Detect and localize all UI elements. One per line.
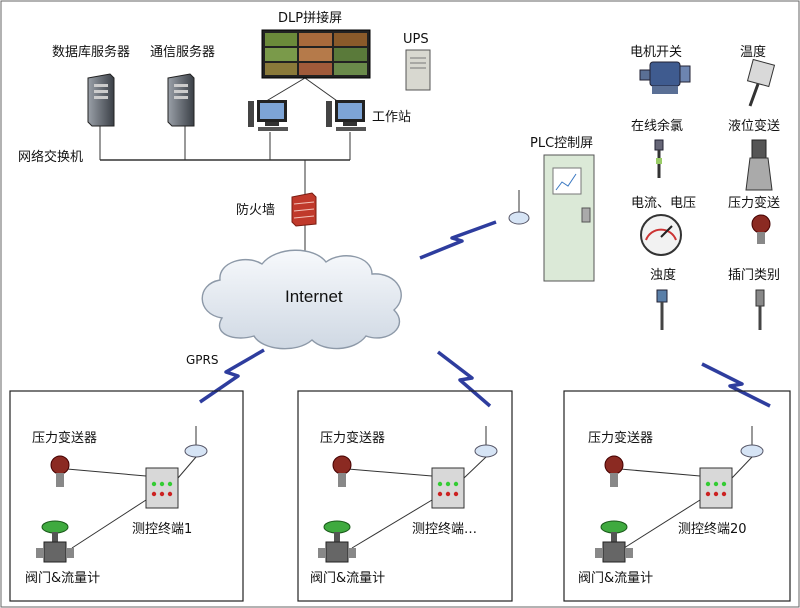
site-frame [9,390,244,602]
flowmeter-label: 阀门&流量计 [310,571,386,586]
pressure-label: 压力变送器 [32,431,98,446]
flowmeter-label: 阀门&流量计 [25,571,101,586]
flowmeter-icon [595,520,633,563]
pressure-transmitter-icon [604,455,624,487]
device-label: 液位变送 [728,119,781,134]
probe-icon [755,289,765,330]
connection-line [623,499,701,549]
antenna-icon [740,426,764,458]
site-frame [563,390,791,602]
wireless-link [436,350,492,408]
connection-line [66,468,147,477]
connection-line [347,468,433,477]
connection-line [177,456,197,479]
connection-line [619,468,701,477]
gauge-icon [640,214,682,256]
flowmeter-icon [36,520,74,563]
antenna-icon [508,190,530,225]
temperature-sensor-icon [746,58,776,107]
device-label: 温度 [740,45,767,60]
wireless-link [419,220,497,260]
device-label: 插门类别 [728,268,781,283]
pressure-transmitter-icon [332,455,352,487]
antenna-icon [474,426,498,458]
workstation-label: 工作站 [372,110,412,125]
wireless-link [199,348,265,404]
plc-label: PLC控制屏 [530,136,594,151]
db-server-icon [87,73,115,127]
terminal-box-icon [145,467,179,509]
workstation-icon [248,100,288,131]
antenna-icon [184,426,208,458]
display-wall-label: DLP拼接屏 [278,11,343,26]
firewall-label: 防火墙 [236,203,276,218]
workstation-icon [326,100,366,131]
turbidity-sensor-icon [656,289,668,330]
terminal-label: 测控终端… [412,522,478,537]
connection-line [463,456,487,479]
display-wall-icon [261,29,371,79]
comm-server-label: 通信服务器 [150,45,216,60]
gprs-label: GPRS [186,353,219,367]
device-label: 压力变送 [728,196,781,211]
pressure-transmitter-icon [751,214,771,244]
device-label: 在线余氯 [631,119,684,134]
connection-line [731,456,753,479]
connection-line [351,499,433,549]
device-label: 浊度 [650,268,677,283]
device-label: 电机开关 [630,45,683,60]
level-transmitter-icon [745,139,773,191]
connection-line [71,499,147,549]
internet-label: Internet [285,287,343,306]
ups-icon [405,49,431,91]
internet-cloud [201,249,402,350]
flowmeter-label: 阀门&流量计 [578,571,654,586]
site-frame [297,390,513,602]
terminal-label: 测控终端20 [678,522,747,537]
chlorine-sensor-icon [654,139,664,178]
db-server-label: 数据库服务器 [52,45,131,60]
terminal-box-icon [431,467,465,509]
device-label: 电流、电压 [631,196,697,211]
switch-label: 网络交换机 [18,150,84,165]
wireless-link [701,362,771,408]
plc-cabinet-icon [543,154,595,282]
flowmeter-icon [318,520,356,563]
pressure-label: 压力变送器 [320,431,386,446]
wall-link-2 [304,77,341,104]
terminal-box-icon [699,467,733,509]
pressure-label: 压力变送器 [588,431,654,446]
ups-label: UPS [403,32,429,47]
wall-link-1 [262,77,306,104]
terminal-label: 测控终端1 [132,522,193,537]
firewall-icon [291,192,317,227]
motor-icon [639,61,691,94]
comm-server-icon [167,73,195,127]
pressure-transmitter-icon [50,455,70,487]
